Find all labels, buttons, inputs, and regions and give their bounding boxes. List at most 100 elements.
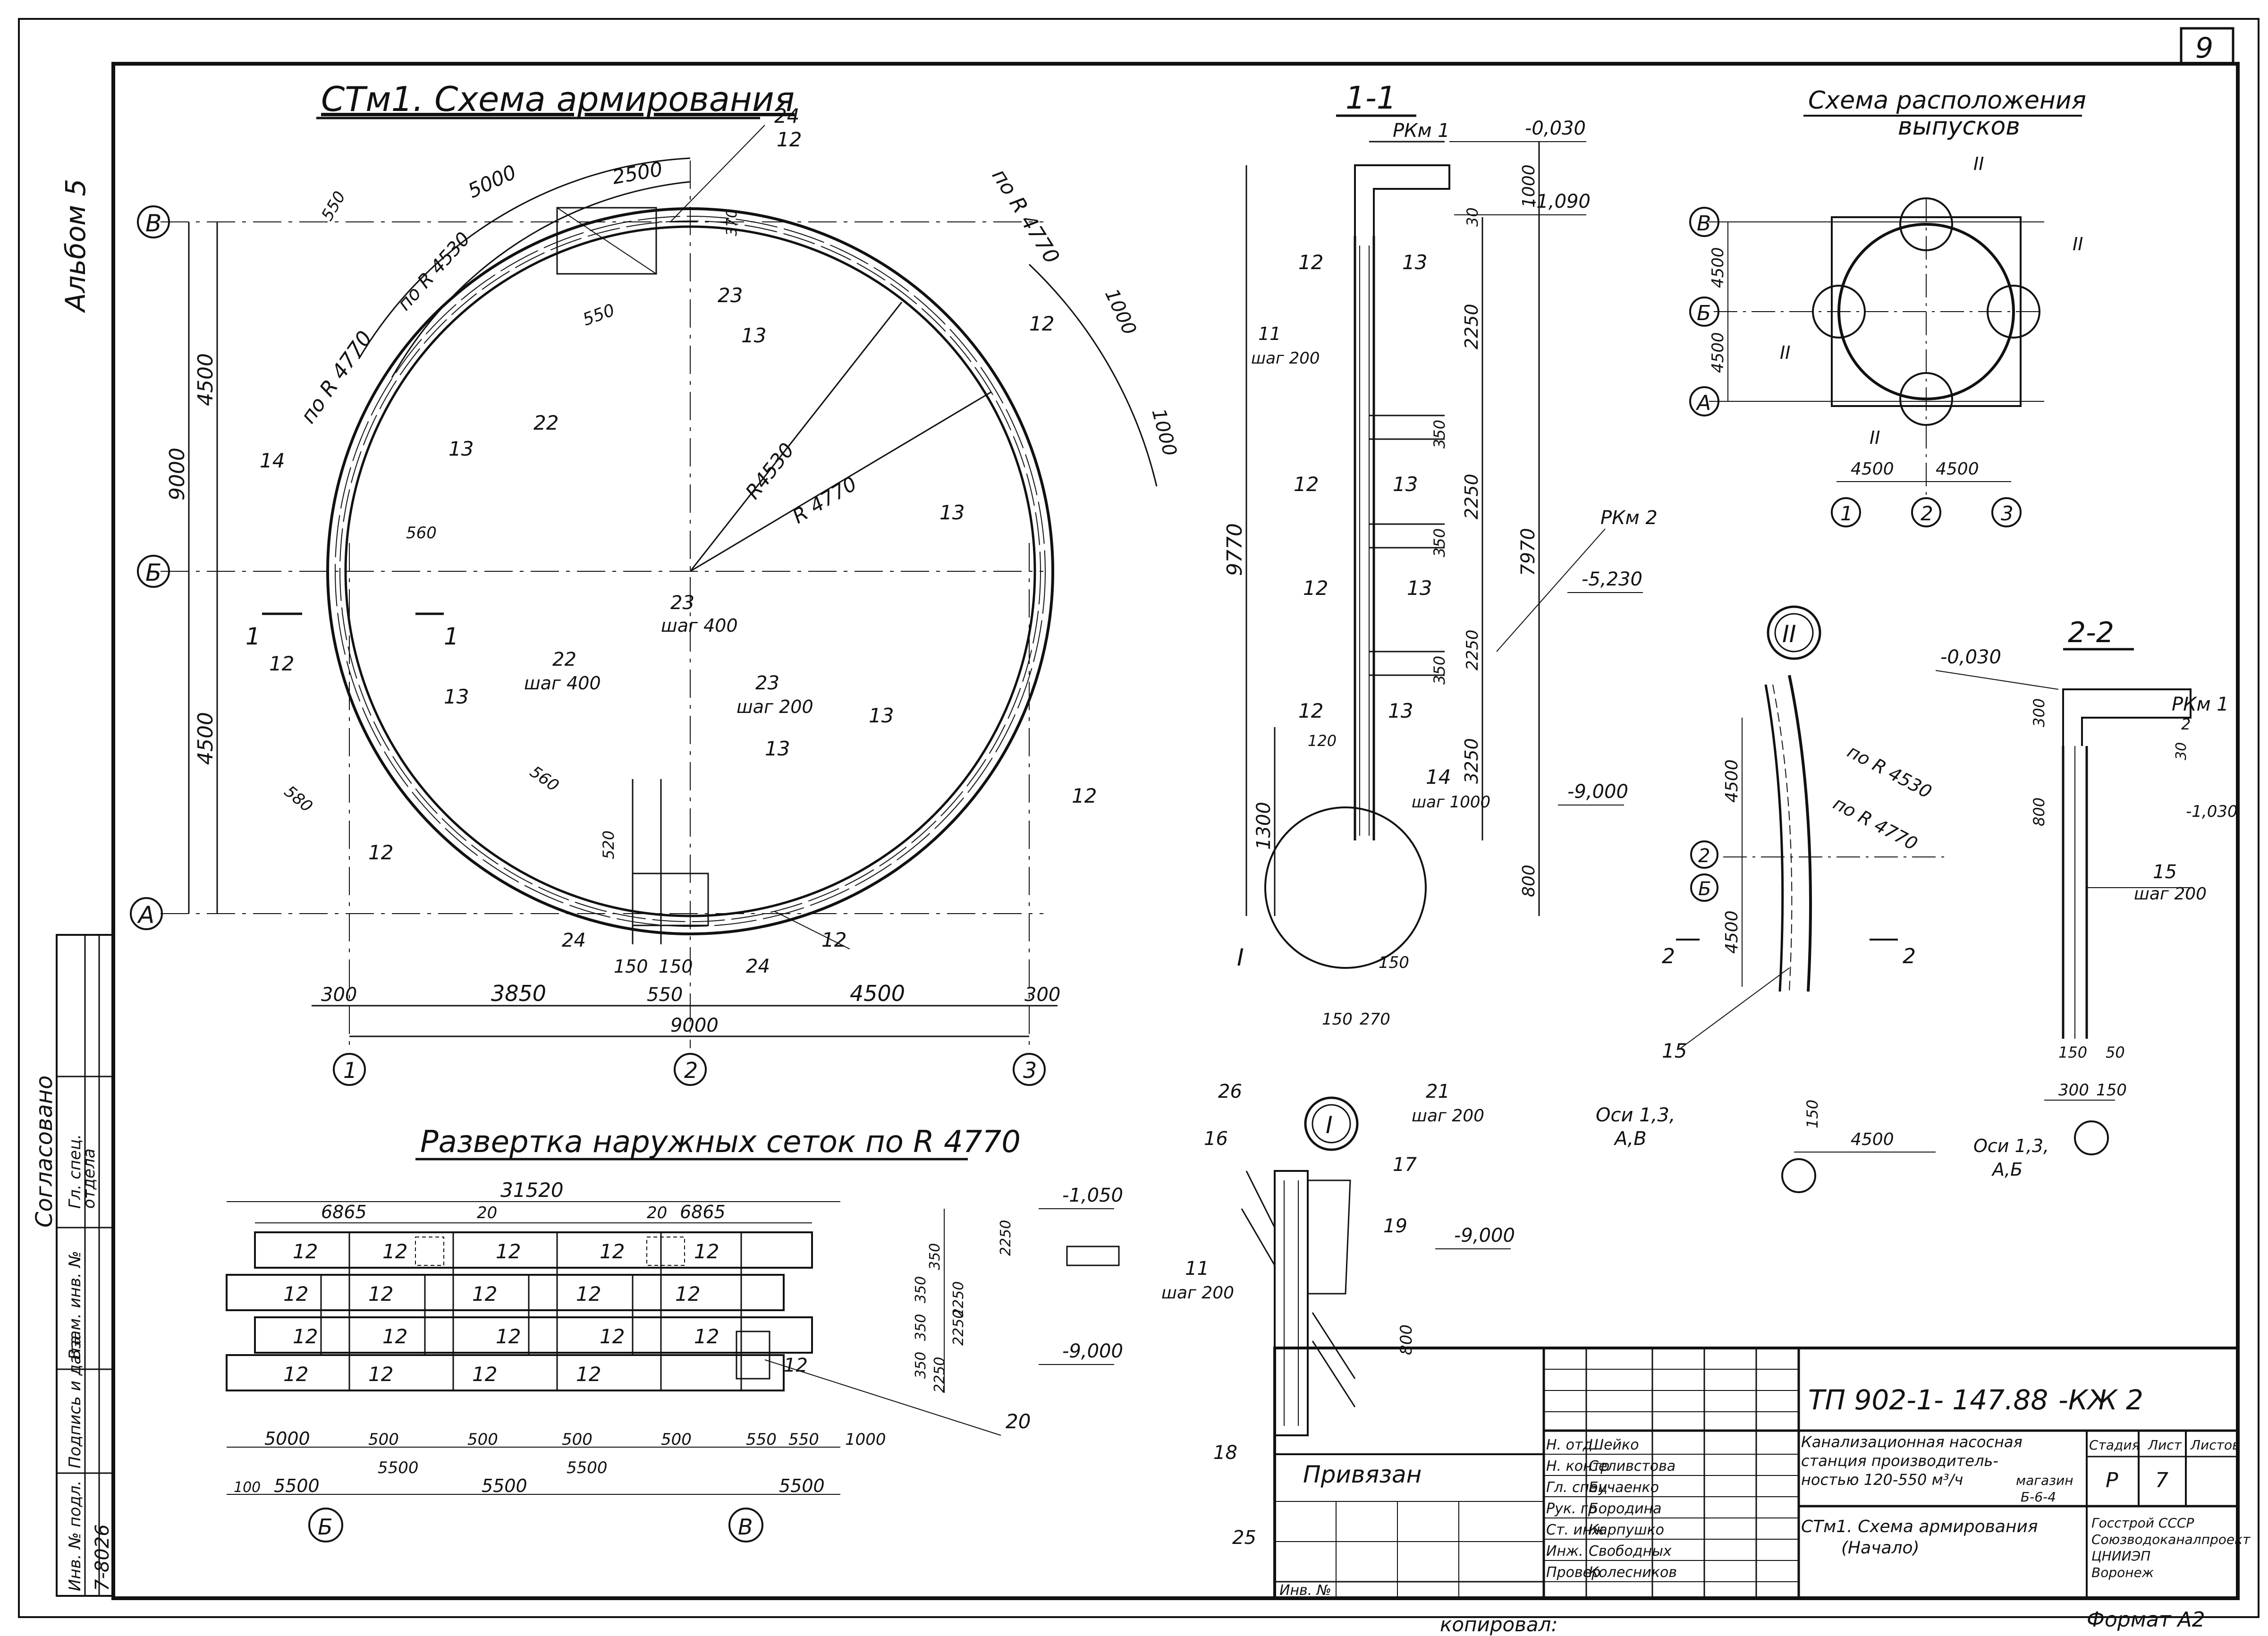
dev-row-4 xyxy=(226,1354,785,1391)
outer-ring xyxy=(326,207,1054,935)
mark-13-lowleft: 13 xyxy=(444,685,469,708)
dim-350-b: 350 xyxy=(1430,528,1448,557)
sec-mark-11: 11 xyxy=(1258,323,1281,344)
sec22-rkm1: РКм 1 xyxy=(2172,694,2229,715)
node-2-rebar xyxy=(1772,684,1793,992)
main-plan-title: СТм1. Схема армирования xyxy=(321,79,795,119)
dev-bd-1000: 1000 xyxy=(845,1430,886,1449)
dim-2500: 2500 xyxy=(610,157,664,189)
name-2: Селивстова xyxy=(1589,1458,1676,1475)
mark-24-low-b: 24 xyxy=(746,956,770,977)
name-5: Карпушко xyxy=(1589,1522,1664,1538)
sec22-dim-800: 800 xyxy=(2030,797,2048,826)
node-1-hatch-2 xyxy=(1312,1340,1356,1407)
dev-cell-r4-2: 12 xyxy=(368,1363,393,1386)
role-4: Рук. гр xyxy=(1546,1500,1597,1517)
dev-vdim-2250-d: 2250 xyxy=(931,1357,948,1393)
arc-dim-2500 xyxy=(391,181,691,378)
dev-axis-label-b: Б xyxy=(318,1514,333,1540)
node-2-axis-bubble xyxy=(1781,1158,1816,1193)
dev-bd-500-c: 500 xyxy=(562,1430,592,1449)
dev-bd-100: 100 xyxy=(234,1479,261,1496)
dev-cell-r2-3: 12 xyxy=(472,1282,497,1305)
strip-code: 7-8026 xyxy=(92,1524,113,1591)
dev-cell-r2-1: 12 xyxy=(283,1282,308,1305)
axis-bubble-3 xyxy=(1013,1053,1046,1086)
dim-520: 520 xyxy=(600,831,618,859)
page-number-box xyxy=(2180,27,2234,65)
outlets-label-v: В xyxy=(1697,212,1711,236)
sec22-dim-300: 300 xyxy=(2030,698,2048,727)
main-plan: СТм1. Схема армирования В Б А 1 2 3 R453… xyxy=(130,79,1181,1086)
inv-cover-label: Взам. инв. № xyxy=(66,1251,85,1360)
axis-label-v: В xyxy=(145,210,161,237)
project-line-4: магазин xyxy=(2016,1473,2073,1488)
stamp-code: ТП 902-1- 147.88 xyxy=(1808,1384,2048,1416)
node-1-hatch-4 xyxy=(1241,1208,1276,1266)
top-splice-diag xyxy=(557,207,657,274)
dim-800: 800 xyxy=(1519,865,1539,897)
sec-mark-13-b: 13 xyxy=(1393,473,1418,496)
node-2-dim-4500-a: 4500 xyxy=(1722,759,1742,803)
radius-label-4530: R4530 xyxy=(741,439,798,503)
sec-mark-12-d: 12 xyxy=(1298,699,1323,722)
dev-cell-r4-1: 12 xyxy=(283,1363,308,1386)
g-spec-label: Гл. спец. xyxy=(66,1134,85,1209)
outer-frame xyxy=(18,18,2260,1618)
node-1-wall xyxy=(1274,1170,1309,1436)
role-2: Н. контр xyxy=(1546,1458,1609,1475)
dept-label: отдела xyxy=(80,1148,99,1209)
sheets-header: Листов xyxy=(2190,1437,2240,1453)
development: Развертка наружных сеток по R 4770 31520… xyxy=(226,1125,1123,1543)
section-2-2-title: 2-2 xyxy=(2068,616,2114,649)
node-2-title: II xyxy=(1782,620,1796,648)
sign-label: Подпись и дата xyxy=(66,1335,85,1468)
step-400-a: шаг 400 xyxy=(661,615,738,636)
node-2-axis-note-2: А,В xyxy=(1613,1128,1647,1150)
dev-bd-5500-c: 5500 xyxy=(482,1475,527,1496)
dim-150-sec-a: 150 xyxy=(1379,953,1409,972)
node-2-mark-15: 15 xyxy=(1662,1039,1687,1062)
node-1-mark-26: 26 xyxy=(1218,1081,1242,1102)
sec22-dim-300b: 300 xyxy=(2058,1081,2089,1100)
node-2-dim-4500-c: 4500 xyxy=(1851,1130,1894,1149)
dim-4500-bottom: 4500 xyxy=(850,981,905,1006)
sec22-axis-note-2: А,Б xyxy=(1991,1159,2023,1180)
dim-370: 370 xyxy=(724,209,740,236)
node-2-leader-15 xyxy=(1680,967,1790,1049)
dev-dim-20-b: 20 xyxy=(647,1204,667,1222)
radius-4770 xyxy=(690,391,992,572)
node-1-dim-800: 800 xyxy=(1397,1324,1416,1355)
node-1-mark-11: 11 xyxy=(1185,1258,1209,1280)
project-line-1: Канализационная насосная xyxy=(1801,1433,2023,1451)
dim-1300: 1300 xyxy=(1253,802,1275,850)
name-4: Бородина xyxy=(1589,1500,1662,1517)
node-2-radius-4530: по R 4530 xyxy=(1844,741,1935,803)
dim-1000-a: 1000 xyxy=(1100,286,1141,339)
sec-mark-13-a: 13 xyxy=(1402,251,1427,274)
axis-bubble-v xyxy=(137,205,170,238)
step-400-b: шаг 400 xyxy=(524,673,601,694)
sheet-value: 7 xyxy=(2155,1468,2168,1492)
mark-24-top: 24 xyxy=(774,104,799,127)
dev-bd-5500-a: 5500 xyxy=(274,1475,320,1496)
dev-row-2 xyxy=(226,1274,785,1311)
dim-560-b: 560 xyxy=(526,763,562,796)
outlets-bubble-a xyxy=(1689,386,1719,416)
node-1-elev: -9,000 xyxy=(1454,1225,1515,1246)
dim-2250-c: 2250 xyxy=(1463,629,1482,670)
org-1: Госстрой СССР xyxy=(2091,1515,2194,1531)
sec22-dim-150b: 150 xyxy=(2096,1081,2127,1100)
dev-cell-r4-4: 12 xyxy=(576,1363,601,1386)
sec-mark-12-b: 12 xyxy=(1294,473,1319,496)
mark-13-right: 13 xyxy=(939,501,965,524)
sec22-dim-30: 30 xyxy=(2173,742,2190,760)
mark-12-lowright: 12 xyxy=(1072,784,1097,807)
node-1-mark-18: 18 xyxy=(1213,1442,1237,1464)
node-1-mark-25: 25 xyxy=(1232,1527,1256,1549)
dim-5000: 5000 xyxy=(465,160,520,203)
elev-m5230: -5,230 xyxy=(1582,568,1642,590)
section-1-1: 1-1 РКм 1 I -0,030 -1,090 РКм 2 -5,230 -… xyxy=(1223,80,1658,1029)
dev-bd-5500-d: 5500 xyxy=(567,1458,608,1477)
dev-overlap-b xyxy=(646,1237,685,1266)
